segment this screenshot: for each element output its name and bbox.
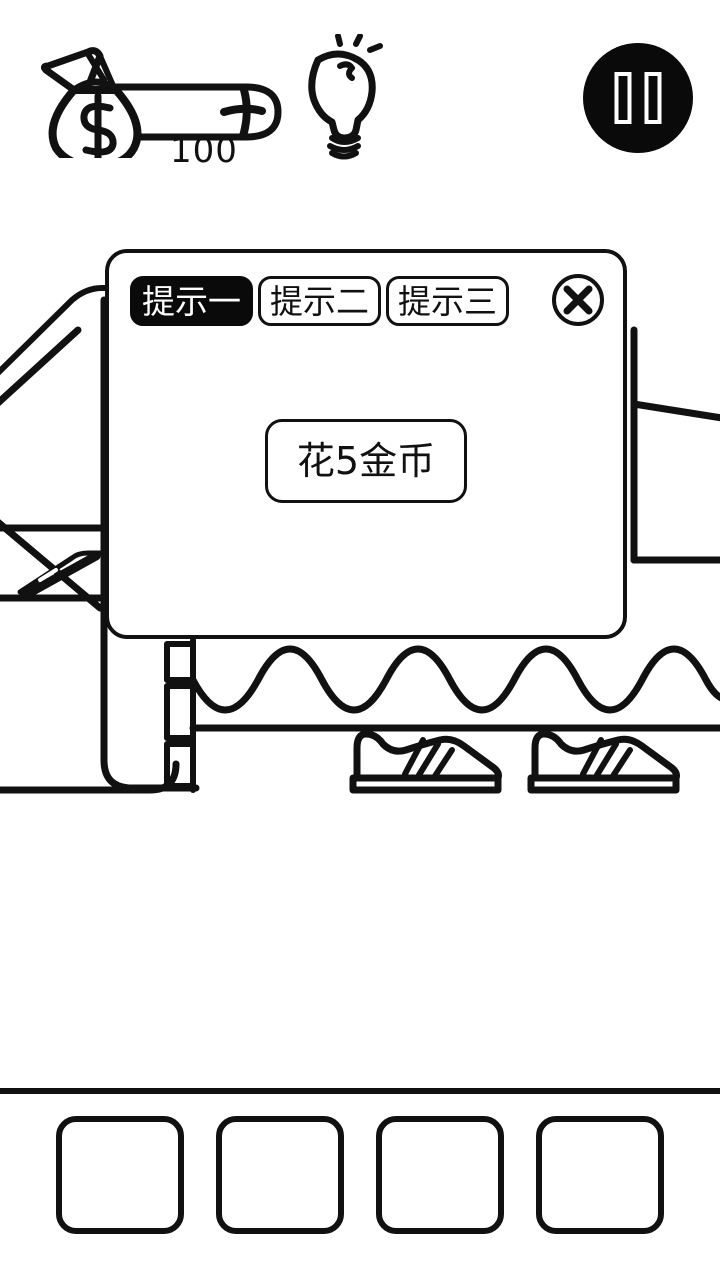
inventory-slot-2[interactable] xyxy=(216,1116,344,1234)
tab-hint-2[interactable]: 提示二 xyxy=(258,276,381,326)
close-button[interactable] xyxy=(550,272,606,328)
tab-hint-1[interactable]: 提示一 xyxy=(130,276,253,326)
inventory-slot-list xyxy=(0,1116,720,1234)
tab-hint-2-label: 提示二 xyxy=(270,281,369,321)
inventory-tray xyxy=(0,1088,720,1280)
tab-hint-3[interactable]: 提示三 xyxy=(386,276,509,326)
pause-bar-left xyxy=(614,72,632,124)
sneaker-icon xyxy=(349,730,502,794)
cabinet-hinge-icon xyxy=(164,683,196,741)
inventory-slot-1[interactable] xyxy=(56,1116,184,1234)
coin-pill-icon xyxy=(112,83,282,141)
spend-coins-label: 花5金币 xyxy=(296,439,436,483)
coin-counter[interactable]: 100 xyxy=(28,38,288,170)
hint-bulb-button[interactable] xyxy=(296,33,396,164)
hint-dialog: 提示一 提示二 提示三 花5金币 xyxy=(105,249,627,639)
inventory-slot-3[interactable] xyxy=(376,1116,504,1234)
coin-count-label: 100 xyxy=(170,131,238,171)
scalloped-trim-icon xyxy=(189,645,720,714)
tab-hint-3-label: 提示三 xyxy=(398,281,497,321)
pause-bar-right xyxy=(644,72,662,124)
tab-hint-1-label: 提示一 xyxy=(142,281,241,321)
inventory-slot-4[interactable] xyxy=(536,1116,664,1234)
hint-dialog-body: 花5金币 xyxy=(109,349,623,643)
pause-button[interactable] xyxy=(583,43,693,153)
sneaker-icon xyxy=(527,730,680,794)
spend-coins-button[interactable]: 花5金币 xyxy=(265,419,467,503)
cabinet-hinge-icon xyxy=(164,641,196,683)
tray-divider xyxy=(0,1088,720,1094)
lightbulb-icon xyxy=(308,50,376,142)
hud-bar: 100 xyxy=(0,0,720,190)
close-circle-icon xyxy=(552,274,604,326)
pause-icon xyxy=(614,72,662,124)
cabinet-hinge-icon xyxy=(164,741,196,789)
hint-tab-list: 提示一 提示二 提示三 xyxy=(130,276,509,326)
